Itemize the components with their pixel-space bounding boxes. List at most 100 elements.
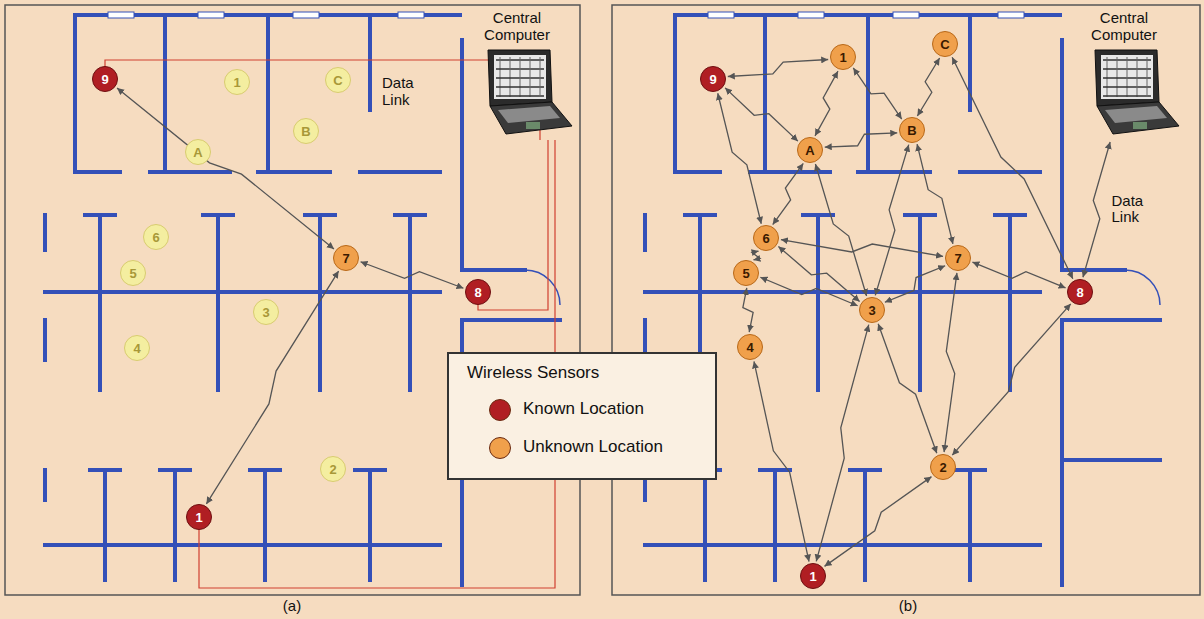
window [108,12,134,18]
wall [90,468,120,472]
sensor-id: B [907,123,916,138]
wall [43,470,47,500]
wall [1062,318,1160,322]
wall [955,468,985,472]
wall [462,268,525,272]
legend-text: Unknown Location [523,438,663,457]
wall [1060,320,1064,585]
wall [368,15,372,110]
sensor-id: 1 [809,569,816,584]
sensor-node: 9 [92,66,118,92]
wireless-link [875,145,908,296]
sensor-id: 3 [868,303,875,318]
panel-frame [612,5,1200,595]
wireless-link [206,271,338,504]
sensor-node: 1 [830,44,856,70]
wireless-link [853,68,901,119]
data-wire [105,60,540,140]
legend-entry: Unknown Location [489,436,709,460]
wall [216,215,220,390]
window [893,12,919,18]
wall [703,470,707,580]
window [293,12,319,18]
wall [685,213,715,217]
sensor-id: 5 [742,266,749,281]
wireless-link [361,262,464,289]
wireless-link [972,262,1065,288]
wall [866,15,870,172]
wall [918,215,922,390]
wall [355,468,385,472]
panel-frame [5,5,580,595]
wall [1060,40,1064,270]
legend-box: Wireless SensorsKnown LocationUnknown Lo… [447,352,717,480]
sensor-node: 6 [753,225,779,251]
sensor-id: 1 [839,50,846,65]
wireless-link [718,93,762,224]
sensor-id: 6 [152,230,159,245]
wall [98,215,102,390]
wireless-link [815,164,866,296]
wall [160,468,190,472]
sensor-id: 6 [762,231,769,246]
legend-entry: Known Location [489,398,709,422]
sensor-node: 8 [465,279,491,305]
sensor-node: 9 [700,66,726,92]
computer-label: Central Computer [472,10,562,43]
wall [258,170,330,174]
wall [360,170,440,174]
sensor-node: 3 [859,297,885,323]
wall [645,290,1040,294]
sensor-node: A [185,139,211,165]
sensor-node: 2 [320,456,346,482]
wireless-link [952,304,1071,455]
sensor-id: 2 [329,462,336,477]
sensor-node: B [293,118,319,144]
panel-label: (b) [899,598,917,615]
walls [45,12,1160,585]
sensor-node: 8 [1067,279,1093,305]
wall [203,213,233,217]
sensor-node: 2 [930,454,956,480]
data-wires [105,60,555,588]
wall [1062,458,1160,462]
laptop-icon [1095,50,1179,134]
window [798,12,824,18]
sensor-node: A [797,137,823,163]
sensor-id: A [193,145,202,160]
wall [85,213,115,217]
wall [250,468,280,472]
sensor-id: 1 [195,510,202,525]
wireless-link [885,266,945,302]
sensor-node: 1 [800,563,826,589]
wireless-link [781,240,943,257]
wall [43,215,47,250]
wireless-link [725,88,798,141]
wall [760,468,790,472]
sensor-id: B [301,124,310,139]
sensor-node: 6 [143,224,169,250]
wireless-link [743,288,753,332]
wall [462,318,560,322]
wall [673,15,677,172]
sensor-id: C [940,37,949,52]
sensor-id: 3 [262,305,269,320]
sensor-node: 1 [224,69,250,95]
sensor-id: 9 [101,72,108,87]
wall [960,170,1040,174]
legend-text: Known Location [523,400,644,419]
wall [43,320,47,360]
data-link-label: Data Link [382,75,432,108]
wall [905,213,935,217]
wireless-link [944,273,957,452]
sensor-node: 3 [253,299,279,325]
sensor-id: 9 [709,72,716,87]
sensor-id: 8 [1076,285,1083,300]
sensor-id: 7 [342,251,349,266]
wireless-link [917,144,953,244]
wireless-link [816,325,869,562]
wireless-link [752,251,760,260]
wireless-link [728,60,828,77]
